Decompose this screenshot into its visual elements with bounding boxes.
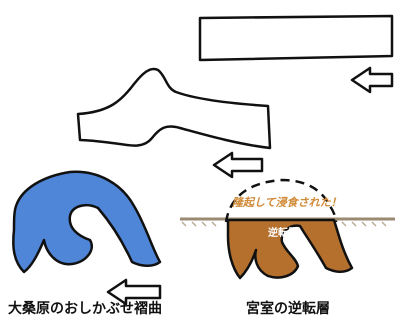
arrow-left-icon	[212, 151, 264, 179]
inverted-layer-shape	[226, 218, 354, 280]
inverted-layer-caption: 宮室の逆転層	[246, 301, 330, 317]
flat-layer-shape	[198, 14, 394, 62]
recumbent-fold-caption: 大桑原のおしかぶせ褶曲	[8, 301, 162, 317]
eroded-part-dashed-outline	[224, 178, 338, 223]
recumbent-fold-shape	[12, 170, 162, 274]
arrow-left-icon	[350, 66, 394, 94]
folding-layer-shape	[76, 67, 272, 150]
inverted-layer-text: 逆転層	[268, 226, 298, 239]
erosion-note-text: 隆起して浸食された！	[232, 196, 342, 209]
arrow-left-icon	[106, 278, 162, 306]
